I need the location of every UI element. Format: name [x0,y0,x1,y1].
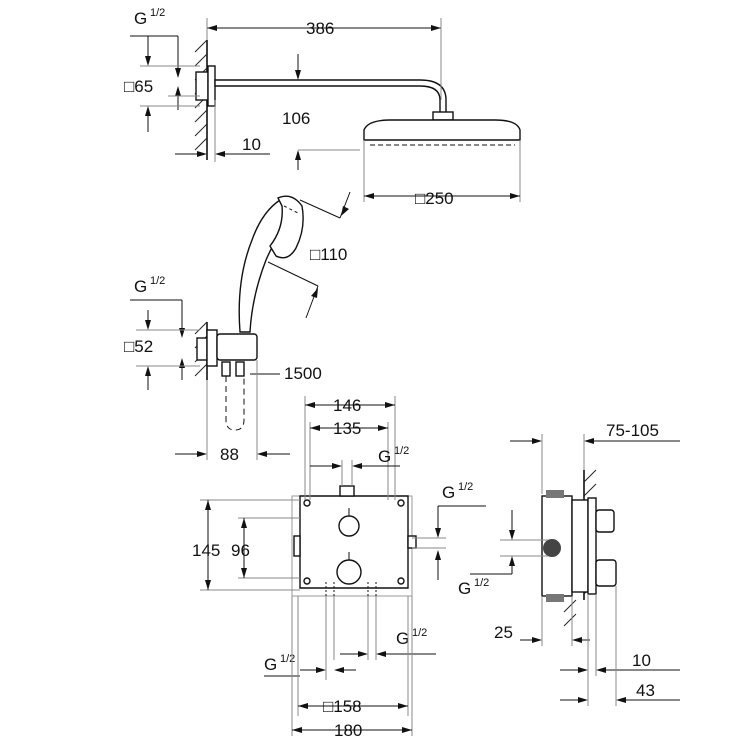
concealed-box-side-view: 75-105 G 1/2 25 10 43 [458,421,680,706]
dim-386-label: 386 [306,19,334,38]
hose-connector-left [221,361,231,377]
box-lower-valve [336,559,362,585]
dim-106-label: 106 [282,109,310,128]
box-left-tab [293,535,301,557]
box-top-thread-g: G [378,447,391,466]
side-thread-g: G [458,579,471,598]
hand-holder [216,333,258,361]
box-bl-thread-frac: 1/2 [280,653,295,665]
box-right-thread-g: G [442,483,455,502]
dim-75-105-label: 75-105 [606,421,659,440]
dim-43-label: 43 [636,681,655,700]
box-right-thread-frac: 1/2 [458,481,473,493]
hose [225,376,245,431]
box-upper-valve [338,515,360,537]
side-box-valve [543,539,561,557]
overhead-shower-view: 386 G 1/2 □65 106 10 [124,7,521,208]
box-top-outlet [339,485,355,497]
side-cover [587,497,597,595]
box-br-thread-frac: 1/2 [412,627,427,639]
dim-180-label: 180 [334,721,362,740]
shower-head [363,119,521,141]
dim-250-label: □250 [415,189,454,208]
dim-1500-label: 1500 [284,364,322,383]
dim-88-label: 88 [220,445,239,464]
side-lower-knob [595,559,617,587]
dim-96-label: 96 [231,541,250,560]
shower-head-joint [432,111,454,121]
box-body [299,495,409,589]
head-thread-g: G [134,9,147,28]
hand-shower-view: □110 G 1/2 □52 1500 88 [124,191,351,464]
dim-146-label: 146 [333,396,361,415]
side-upper-knob [595,509,615,533]
dim-side-10-label: 10 [632,651,651,670]
box-bl-thread-g: G [264,655,277,674]
head-flange-plate [207,65,216,107]
dim-158-label: □158 [323,697,362,716]
dim-25-label: 25 [494,623,513,642]
side-box-bottom-bracket [546,594,564,602]
head-thread-frac: 1/2 [150,7,165,19]
hose-connector-right [235,361,245,377]
hand-thread-frac: 1/2 [150,275,165,287]
dim-110-label: □110 [310,245,347,264]
box-br-thread-g: G [396,629,409,648]
hand-wall-flange [196,337,208,361]
dim-145-label: 145 [192,541,220,560]
concealed-box-front-view: 146 135 G 1/2 G 1/2 145 [192,396,486,740]
hand-flange-plate [206,329,218,367]
shower-arm [214,79,447,115]
hand-thread-g: G [134,277,147,296]
head-flange-label: □65 [124,77,153,96]
side-plate [571,499,589,593]
hand-flange-label: □52 [124,337,153,356]
box-top-thread-frac: 1/2 [394,445,409,457]
dim-10-label: 10 [242,135,261,154]
dim-135-label: 135 [333,419,361,438]
side-thread-frac: 1/2 [474,577,489,589]
side-box-top-bracket [546,490,564,498]
